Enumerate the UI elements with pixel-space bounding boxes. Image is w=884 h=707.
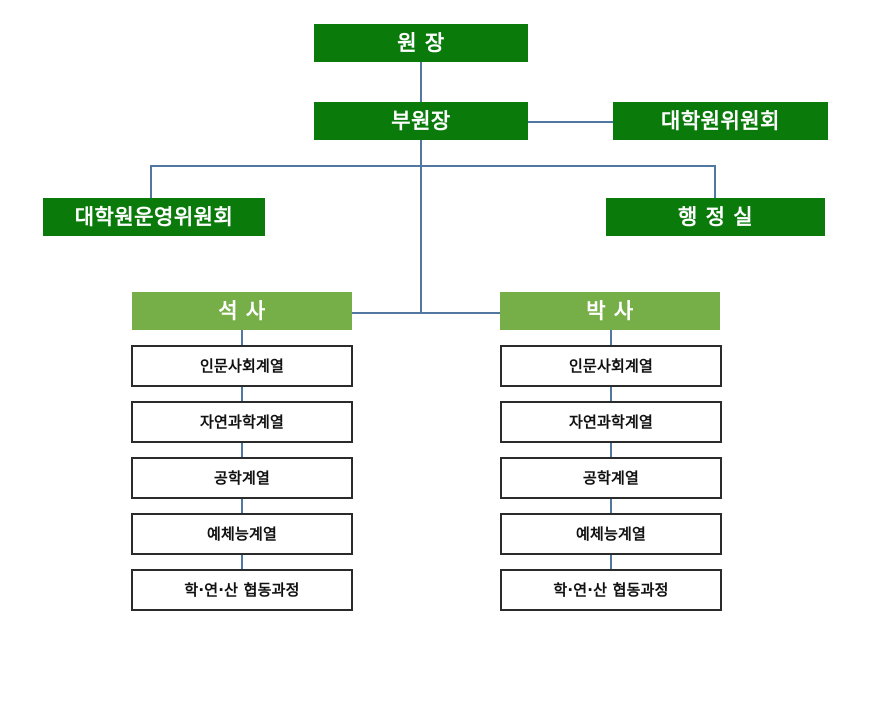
connector-doctorate-spine-2 <box>610 387 612 402</box>
connector-doctorate-spine-5 <box>610 555 612 570</box>
node-masters-dept-5: 학·연·산 협동과정 <box>131 569 353 611</box>
node-doctorate-dept-2: 자연과학계열 <box>500 401 722 443</box>
node-masters-dept-3: 공학계열 <box>131 457 353 499</box>
connector-director-to-vice <box>420 61 422 103</box>
connector-masters-spine-2 <box>241 387 243 402</box>
node-doctorate-dept-4: 예체능계열 <box>500 513 722 555</box>
connector-vice-trunk <box>420 140 422 314</box>
connector-masters-spine-3 <box>241 443 243 458</box>
node-masters-header: 석 사 <box>132 292 352 330</box>
connector-doctorate-spine-3 <box>610 443 612 458</box>
node-doctorate-dept-5: 학·연·산 협동과정 <box>500 569 722 611</box>
node-doctorate-header: 박 사 <box>500 292 720 330</box>
node-vice-director: 부원장 <box>314 102 528 140</box>
node-masters-dept-2: 자연과학계열 <box>131 401 353 443</box>
connector-second-level-bus <box>150 165 716 167</box>
connector-doctorate-spine-1 <box>610 330 612 345</box>
node-masters-dept-4: 예체능계열 <box>131 513 353 555</box>
connector-masters-spine-4 <box>241 499 243 514</box>
connector-bus-to-administration <box>714 165 716 198</box>
node-doctorate-dept-1: 인문사회계열 <box>500 345 722 387</box>
connector-masters-doctorate-bar <box>352 312 500 314</box>
node-director: 원 장 <box>314 24 528 62</box>
node-operating-committee: 대학원운영위원회 <box>43 198 265 236</box>
connector-masters-spine-1 <box>241 330 243 345</box>
node-doctorate-dept-3: 공학계열 <box>500 457 722 499</box>
connector-doctorate-spine-4 <box>610 499 612 514</box>
node-graduate-committee: 대학원위원회 <box>613 102 828 140</box>
node-masters-dept-1: 인문사회계열 <box>131 345 353 387</box>
connector-masters-spine-5 <box>241 555 243 570</box>
node-administration-office: 행 정 실 <box>606 198 825 236</box>
connector-bus-to-operating-committee <box>150 165 152 198</box>
